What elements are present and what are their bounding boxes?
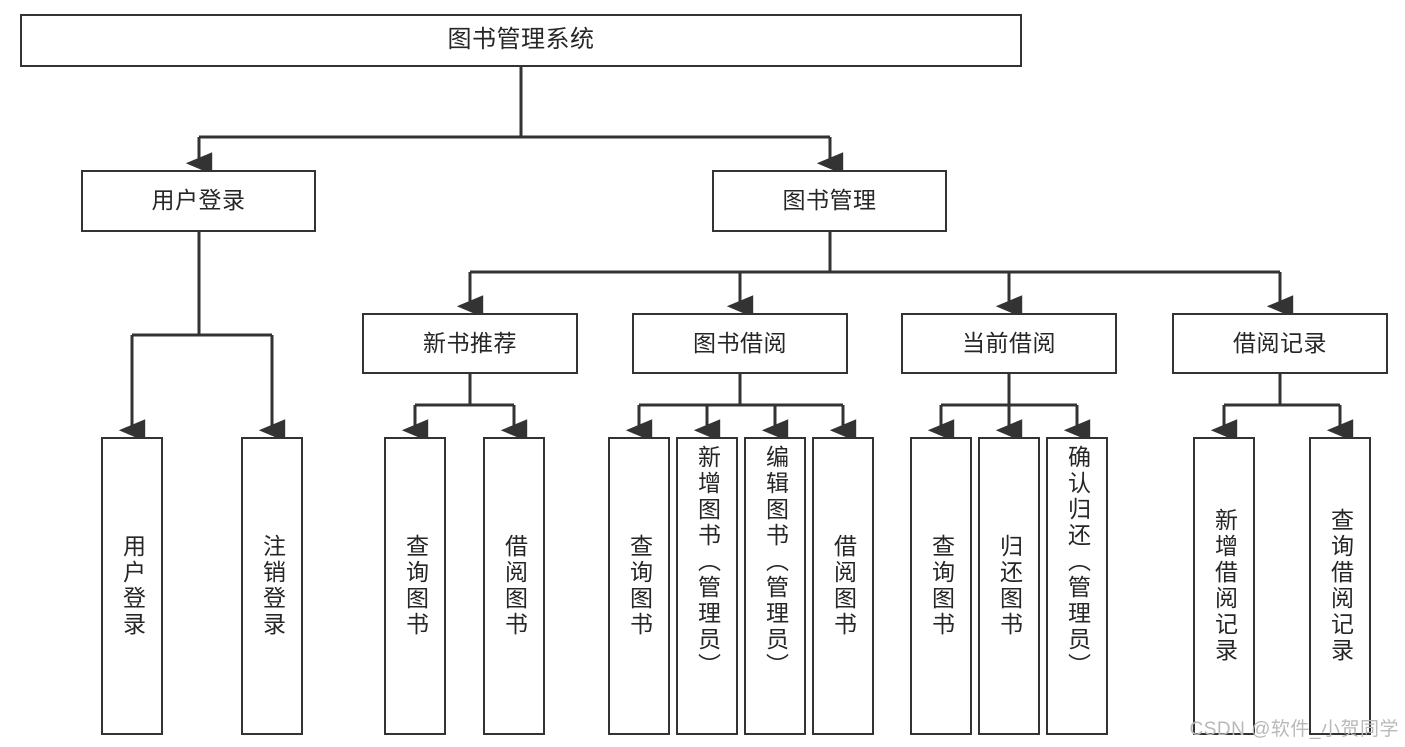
leaf-current-borrow-confirm-label: 确认归还（管理员）	[1064, 445, 1091, 679]
leaf-current-borrow-confirm[interactable]: 确认归还（管理员）	[1046, 437, 1108, 735]
node-user-login-label: 用户登录	[151, 187, 246, 214]
leaf-user-login-login-label: 用户登录	[119, 534, 146, 638]
leaf-user-login-logout-label: 注销登录	[259, 534, 286, 638]
leaf-book-borrow-edit[interactable]: 编辑图书（管理员）	[744, 437, 806, 735]
leaf-borrow-record-add-label: 新增借阅记录	[1211, 508, 1238, 664]
node-new-book-recommend[interactable]: 新书推荐	[362, 313, 578, 374]
node-borrow-record-label: 借阅记录	[1233, 329, 1327, 356]
node-user-login[interactable]: 用户登录	[81, 170, 316, 232]
leaf-new-book-borrow[interactable]: 借阅图书	[483, 437, 545, 735]
leaf-book-borrow-add[interactable]: 新增图书（管理员）	[676, 437, 738, 735]
node-current-borrow[interactable]: 当前借阅	[901, 313, 1117, 374]
leaf-new-book-borrow-label: 借阅图书	[501, 534, 528, 638]
node-new-book-recommend-label: 新书推荐	[423, 329, 517, 356]
node-book-borrow[interactable]: 图书借阅	[632, 313, 848, 374]
leaf-current-borrow-return[interactable]: 归还图书	[978, 437, 1040, 735]
leaf-user-login-logout[interactable]: 注销登录	[241, 437, 303, 735]
leaf-book-borrow-query[interactable]: 查询图书	[608, 437, 670, 735]
leaf-book-borrow-add-label: 新增图书（管理员）	[694, 445, 721, 679]
leaf-book-borrow-query-label: 查询图书	[626, 534, 653, 638]
leaf-user-login-login[interactable]: 用户登录	[101, 437, 163, 735]
leaf-borrow-record-query[interactable]: 查询借阅记录	[1309, 437, 1371, 735]
node-borrow-record[interactable]: 借阅记录	[1172, 313, 1388, 374]
node-book-management-label: 图书管理	[782, 187, 877, 214]
leaf-book-borrow-edit-label: 编辑图书（管理员）	[762, 445, 789, 679]
leaf-current-borrow-query-label: 查询图书	[928, 534, 955, 638]
leaf-new-book-query[interactable]: 查询图书	[384, 437, 446, 735]
leaf-book-borrow-borrow-label: 借阅图书	[830, 534, 857, 638]
leaf-current-borrow-return-label: 归还图书	[996, 534, 1023, 638]
leaf-new-book-query-label: 查询图书	[402, 534, 429, 638]
watermark-text: CSDN @软件_小贺同学	[1189, 719, 1399, 740]
leaf-borrow-record-add[interactable]: 新增借阅记录	[1193, 437, 1255, 735]
node-book-borrow-label: 图书借阅	[693, 329, 787, 356]
leaf-book-borrow-borrow[interactable]: 借阅图书	[812, 437, 874, 735]
leaf-borrow-record-query-label: 查询借阅记录	[1327, 508, 1354, 664]
leaf-current-borrow-query[interactable]: 查询图书	[910, 437, 972, 735]
node-book-management[interactable]: 图书管理	[712, 170, 947, 232]
node-root[interactable]: 图书管理系统	[20, 14, 1022, 67]
node-root-label: 图书管理系统	[447, 26, 595, 54]
node-current-borrow-label: 当前借阅	[962, 329, 1056, 356]
